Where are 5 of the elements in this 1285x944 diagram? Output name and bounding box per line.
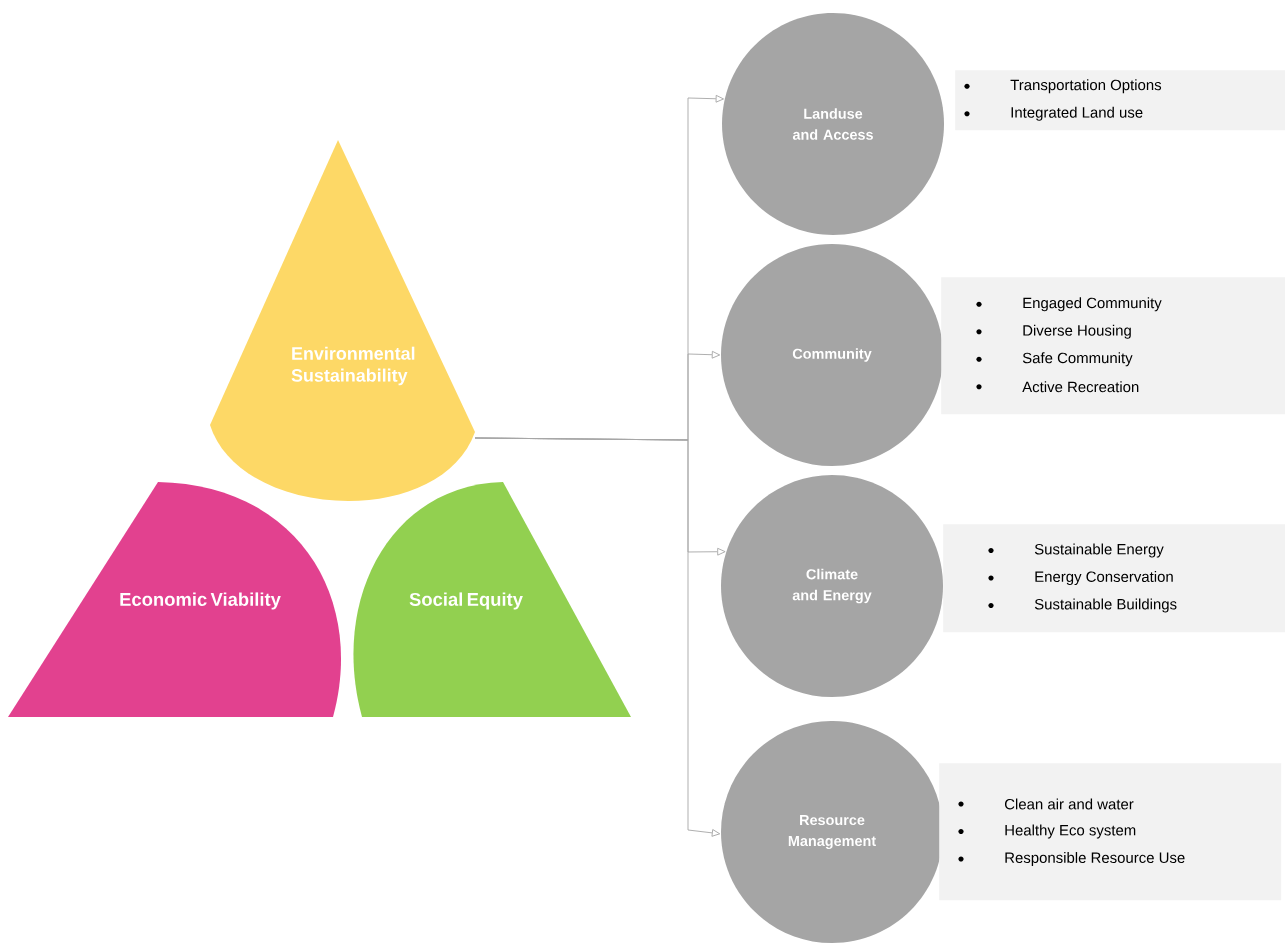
bullet-list-box: Clean air and water Healthy Eco system Responsible Resource Use — [939, 763, 1282, 901]
bullet-list-box: Sustainable Energy Energy Conservation Sustainable Buildings — [943, 524, 1285, 633]
connector-arrow — [474, 437, 721, 837]
bullet-list-box: Engaged Community Diverse Housing Safe Community Active Recreation — [941, 277, 1285, 415]
bullet-list-box: Transportation Options Integrated Land use — [955, 70, 1285, 131]
